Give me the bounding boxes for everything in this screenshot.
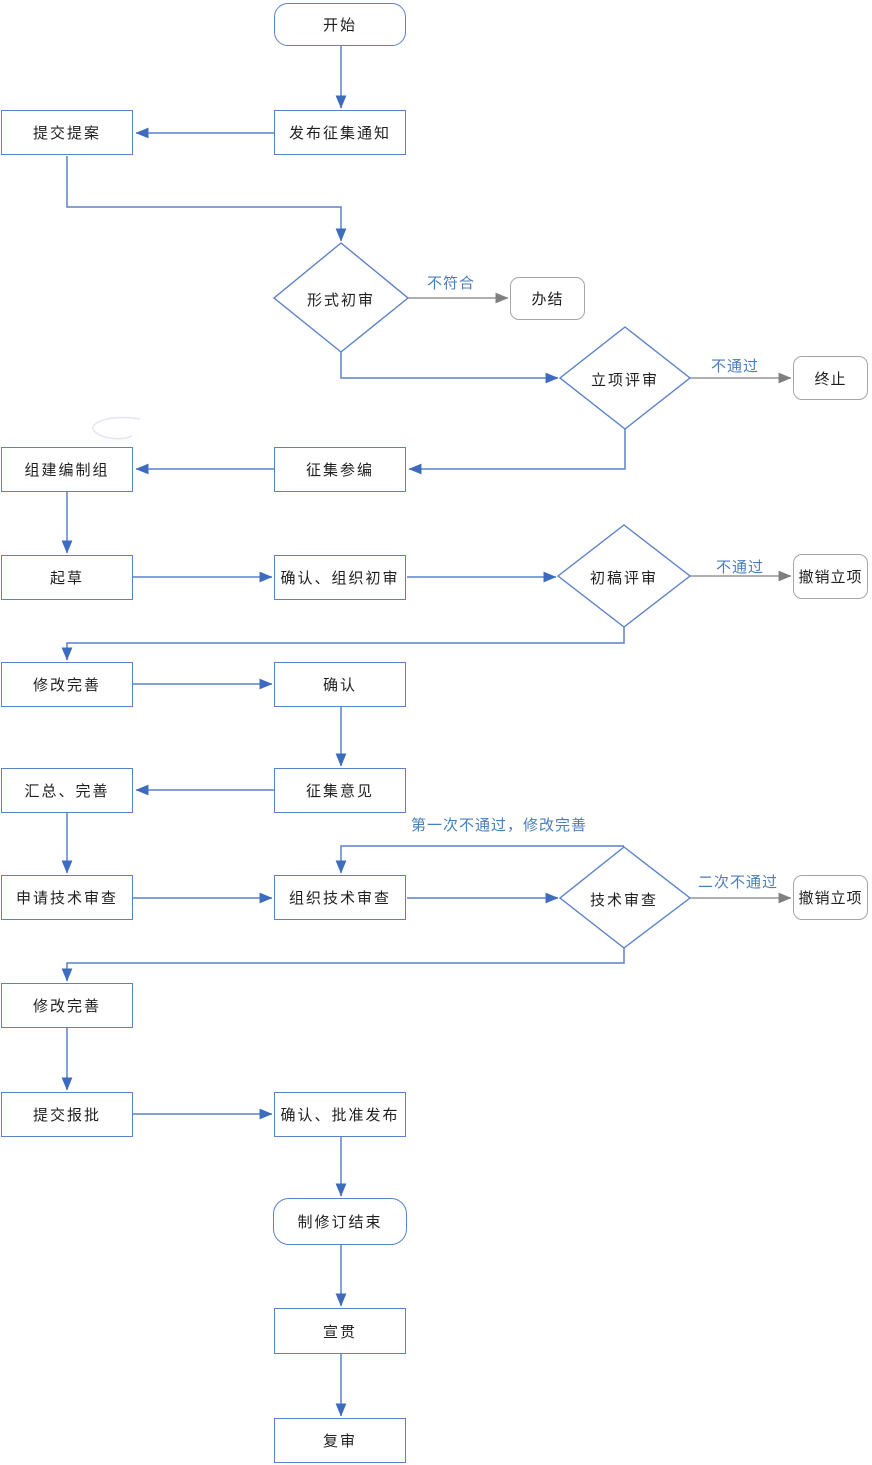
node-submit-approval: 提交报批 (1, 1092, 133, 1137)
edge-formal-review-to-project-review (340, 352, 559, 384)
edge-project-review-to-recruit-participants (408, 429, 626, 475)
edge-draft-review-to-revise-improve-1 (61, 627, 625, 661)
node-submit-proposal: 提交提案 (1, 110, 133, 155)
decision-tech-review-label: 技术审查 (589, 892, 658, 909)
edge-label-formal-review-fail: 不符合 (427, 275, 476, 292)
decision-project-review-shape (558, 326, 692, 430)
node-final-review: 复审 (274, 1418, 406, 1463)
edge-label-draft-review-fail: 不通过 (716, 559, 765, 576)
node-revise-improve-2: 修改完善 (1, 983, 133, 1028)
stray-curve-artifact (92, 416, 141, 440)
node-revise-improve-1: 修改完善 (1, 662, 133, 707)
edge-label-tech-review-second-fail: 二次不通过 (698, 874, 779, 891)
node-revision-end: 制修订结束 (273, 1198, 407, 1245)
node-confirm-approve-publish: 确认、批准发布 (274, 1092, 406, 1137)
node-form-drafting-group: 组建编制组 (1, 447, 133, 492)
node-revoke-project-2: 撤销立项 (793, 875, 868, 920)
node-confirm: 确认 (274, 662, 406, 707)
node-solicit-opinions: 征集意见 (274, 768, 406, 813)
decision-formal-review-shape (272, 242, 410, 353)
edge-label-project-review-fail: 不通过 (711, 358, 760, 375)
node-terminate: 终止 (793, 356, 868, 400)
decision-draft-review-label: 初稿评审 (589, 570, 658, 587)
node-close-case: 办结 (510, 277, 585, 320)
edge-tech-review-first-fail-loop (335, 845, 624, 874)
decision-draft-review-shape (556, 524, 692, 628)
decision-tech-review-shape (558, 846, 692, 949)
edge-submit-proposal-to-formal-review (66, 156, 347, 242)
node-draft: 起草 (1, 555, 133, 600)
decision-project-review-label: 立项评审 (590, 372, 659, 389)
node-promote: 宣贯 (274, 1308, 406, 1354)
node-confirm-initial-review: 确认、组织初审 (274, 555, 406, 600)
node-apply-tech-review: 申请技术审查 (1, 875, 133, 920)
node-start: 开始 (274, 3, 406, 46)
node-publish-notice: 发布征集通知 (274, 110, 406, 155)
node-summarize-improve: 汇总、完善 (1, 768, 133, 813)
node-revoke-project-1: 撤销立项 (793, 554, 868, 599)
node-organize-tech-review: 组织技术审查 (274, 875, 406, 920)
decision-formal-review-label: 形式初审 (306, 292, 375, 309)
node-recruit-participants: 征集参编 (274, 447, 406, 492)
edge-label-tech-review-first-fail: 第一次不通过，修改完善 (411, 817, 588, 834)
edge-tech-review-to-revise-improve-2 (61, 948, 625, 982)
